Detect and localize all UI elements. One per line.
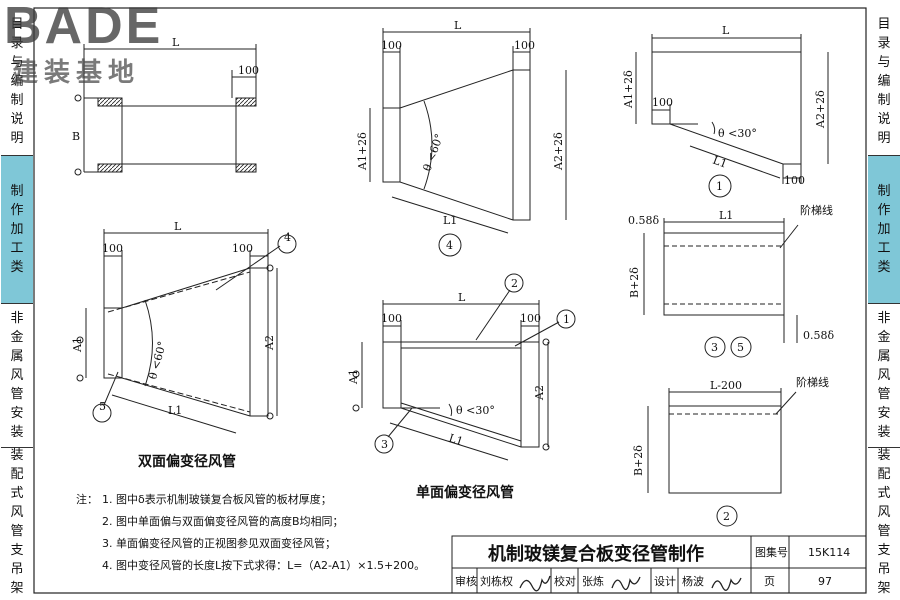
fig4-dim-A1: A1+2δ	[356, 132, 369, 171]
logo-brand: BADE	[4, 0, 164, 55]
dim-L: L	[172, 36, 180, 49]
sidebar-right-item-nonmetal[interactable]: 非金属风管安装	[868, 304, 900, 448]
fig4-number: 4	[446, 239, 453, 252]
fig4-dim-100a: 100	[381, 39, 402, 52]
fig4-dim-L1: L1	[443, 214, 457, 227]
fig35-number-3: 3	[711, 341, 718, 354]
fig35-dim-B: B+2δ	[628, 267, 641, 298]
note-3: 3. 单面偏变径风管的正视图参见双面变径风管；	[102, 536, 336, 550]
sidebar-right-item-contents[interactable]: 目录与编制说明	[868, 8, 900, 156]
fig2-number: 2	[723, 510, 730, 523]
double-tag-4: 4	[284, 231, 291, 244]
double-tag-5: 5	[99, 400, 106, 413]
fig1-dim-L: L	[722, 24, 730, 37]
single-dim-L: L	[458, 291, 466, 304]
sidebar-left-item-supports[interactable]: 装配式风管支吊架	[10, 448, 24, 596]
fig35-dim-L1: L1	[719, 209, 733, 222]
fig2-stair-label: 阶梯线	[796, 375, 829, 389]
checker-name: 张炼	[582, 574, 604, 588]
sidebar-right: 目录与编制说明 制作加工类 非金属风管安装 装配式风管支吊架	[868, 8, 900, 596]
sheet-border	[33, 7, 867, 594]
notes: 注： 1. 图中δ表示机制玻镁复合板风管的板材厚度； 2. 图中单面偏与双面偏变…	[76, 492, 425, 572]
watermark-logo: BADE 建装基地	[4, 0, 179, 88]
review-label: 审核	[455, 574, 477, 588]
check-label: 校对	[554, 574, 576, 588]
sidebar-left-item-fabrication[interactable]: 制作加工类	[1, 156, 33, 304]
fig1-dim-100a: 100	[652, 96, 673, 109]
title-block	[451, 535, 867, 594]
double-dim-A1: A1	[71, 337, 84, 353]
sidebar-right-item-fabrication[interactable]: 制作加工类	[868, 156, 900, 304]
checker-signature	[611, 576, 641, 591]
logo-subtitle: 建装基地	[12, 58, 141, 88]
single-tag-2: 2	[511, 277, 518, 290]
designer-signature	[711, 577, 742, 591]
single-dim-100a: 100	[381, 312, 402, 325]
dim-100: 100	[238, 64, 259, 77]
sidebar-left: 目录与编制说明 制作加工类 非金属风管安装 装配式风管支吊架	[1, 8, 33, 596]
reviewer-signature	[519, 575, 551, 592]
note-2: 2. 图中单面偏与双面偏变径风管的高度B均相同；	[102, 514, 344, 528]
double-angle: θ <60°	[146, 340, 169, 381]
sidebar-left-item-nonmetal[interactable]: 非金属风管安装	[1, 304, 33, 448]
atlas-label: 图集号	[755, 545, 788, 559]
single-dim-100b: 100	[520, 312, 541, 325]
fig1-angle: θ <30°	[718, 127, 757, 140]
design-label: 设计	[654, 575, 676, 588]
fig35-number-5: 5	[737, 341, 744, 354]
single-angle: θ <30°	[456, 404, 495, 417]
fig4-dim-100b: 100	[514, 39, 535, 52]
designer-name: 杨波	[682, 574, 704, 588]
double-dim-A2: A2	[263, 335, 276, 351]
figure-top-left	[74, 44, 257, 176]
figure-2	[647, 388, 797, 527]
double-dim-L1: L1	[168, 404, 182, 417]
figure-double-offset	[76, 229, 297, 434]
note-4: 4. 图中变径风管的长度L按下式求得：L=（A2-A1）×1.5+200。	[102, 558, 425, 572]
fig1-number: 1	[716, 180, 723, 193]
double-dim-100a: 100	[102, 242, 123, 255]
dim-B: B	[72, 130, 80, 143]
note-1: 1. 图中δ表示机制玻镁复合板风管的板材厚度；	[102, 492, 332, 506]
fig35-thk-top: 0.58δ	[628, 214, 659, 227]
fig35-thk-bot: 0.58δ	[803, 329, 834, 342]
atlas-number: 15K114	[808, 546, 850, 559]
single-tag-3: 3	[381, 438, 388, 451]
double-caption: 双面偏变径风管	[138, 453, 236, 470]
fig1-dim-A1: A1+2δ	[622, 70, 635, 109]
reviewer-name: 刘栋权	[480, 574, 513, 588]
double-dim-100b: 100	[232, 242, 253, 255]
single-caption: 单面偏变径风管	[416, 484, 514, 501]
fig4-dim-A2: A2+2δ	[552, 132, 565, 171]
figure-3-5	[643, 218, 799, 358]
sidebar-right-item-supports[interactable]: 装配式风管支吊架	[877, 448, 891, 596]
notes-label: 注：	[76, 492, 98, 506]
single-dim-A1: A1	[347, 369, 360, 385]
fig1-dim-A2: A2+2δ	[814, 90, 827, 129]
figure-1	[635, 34, 829, 198]
figure-single-offset	[352, 273, 576, 461]
single-tag-1: 1	[563, 313, 570, 326]
fig1-dim-100b: 100	[784, 174, 805, 187]
figure-4	[369, 28, 567, 257]
fig2-dim-L: L-200	[710, 379, 742, 392]
sheet-title: 机制玻镁复合板变径管制作	[488, 543, 704, 565]
single-dim-L1: L1	[447, 431, 465, 448]
fig35-stair-label: 阶梯线	[800, 203, 833, 217]
page-number: 97	[818, 575, 832, 588]
double-dim-L: L	[174, 220, 182, 233]
fig4-dim-L: L	[454, 19, 462, 32]
fig1-dim-L1: L1	[711, 154, 729, 171]
sidebar-left-item-contents[interactable]: 目录与编制说明	[1, 8, 33, 156]
fig4-angle: θ <60°	[421, 132, 447, 173]
page-label: 页	[764, 575, 775, 588]
single-dim-A2: A2	[533, 385, 546, 401]
fig2-dim-B: B+2δ	[632, 445, 645, 476]
